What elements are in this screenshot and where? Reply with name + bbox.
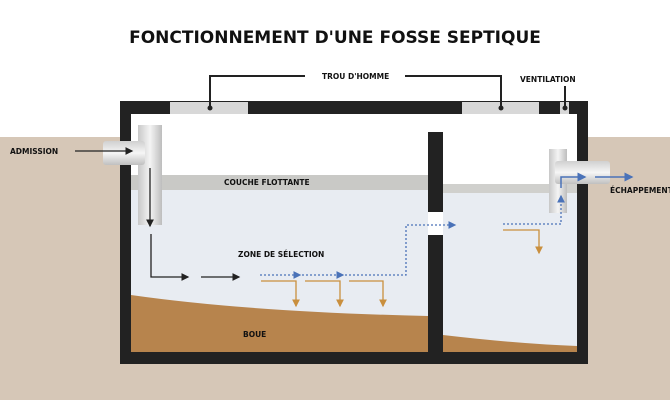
label-sludge: BOUE (243, 330, 267, 339)
label-floating-layer: COUCHE FLOTTANTE (224, 178, 310, 187)
label-manhole: TROU D'HOMME (322, 72, 390, 81)
page-title: FONCTIONNEMENT D'UNE FOSSE SEPTIQUE (129, 28, 541, 48)
scum-layer-left (131, 175, 428, 190)
sludge-right (443, 335, 577, 352)
label-ventilation: VENTILATION (520, 75, 576, 84)
settle-arrow (261, 280, 300, 308)
manhole-leader (209, 75, 305, 107)
outlet-pipe-horizontal (555, 161, 610, 184)
water-right (443, 193, 577, 352)
label-settling-zone: ZONE DE SÉLECTION (238, 250, 325, 259)
ground-left (0, 137, 122, 400)
label-exhaust: ÉCHAPPEMENT (610, 186, 670, 195)
inlet-pipe-horizontal (103, 141, 145, 165)
baffle-top (428, 132, 443, 212)
scum-layer-right (443, 184, 577, 193)
label-admission: ADMISSION (10, 147, 59, 156)
ground-bottom (0, 362, 670, 400)
sludge-left (131, 295, 428, 352)
manhole-leader-right (405, 75, 502, 107)
baffle-bottom (428, 235, 443, 352)
